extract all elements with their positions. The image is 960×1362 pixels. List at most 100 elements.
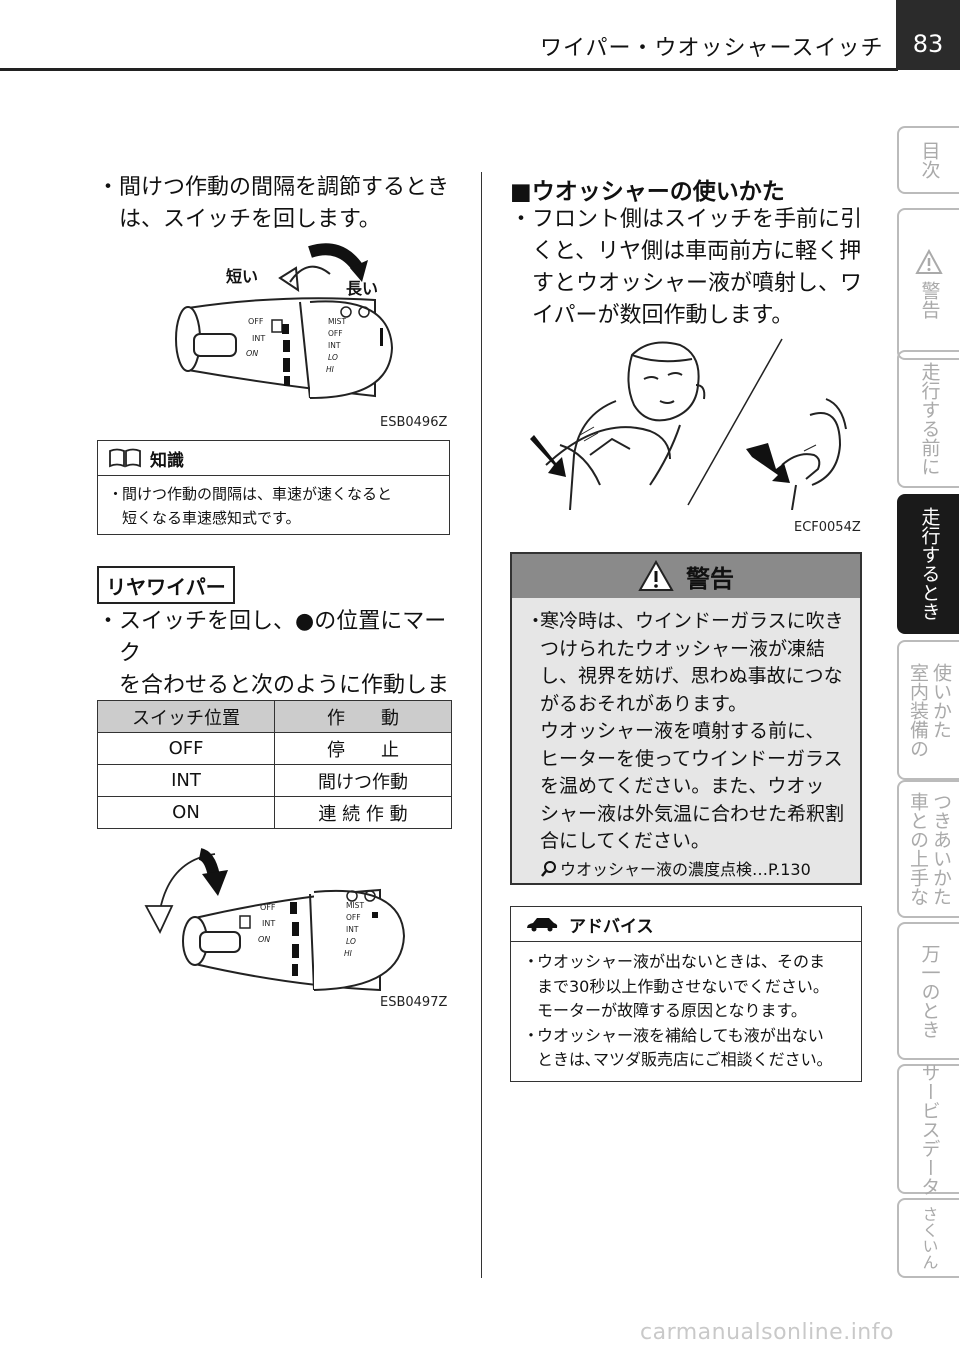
tab-warning-label: 警告 xyxy=(918,281,941,319)
advice-line: ウオッシャー液が出ないときは、そのま xyxy=(537,952,826,971)
intro-line-1: 間けつ作動の間隔を調節するとき xyxy=(119,175,450,200)
knowledge-line-2: 短くなる車速感知式です。 xyxy=(122,509,301,527)
warning-line: ウオッシャー液を噴射する前に、 xyxy=(540,720,825,742)
washer-line-1: フロント側はスイッチを手前に引 xyxy=(532,207,863,232)
svg-text:LO: LO xyxy=(346,937,356,946)
advice-line: まで30秒以上作動させないでください。 xyxy=(537,976,829,996)
warning-reference-text: ウオッシャー液の濃度点検…P.130 xyxy=(560,859,811,879)
rear-line-1: スイッチを回し、●の位置にマーク xyxy=(119,609,447,666)
washer-line-3: すとウオッシャー液が噴射し、ワ xyxy=(532,271,863,296)
wiper-switch-illustration-1: 短い 長い OFF INT ON MIST OFF INT LO HI xyxy=(175,243,394,399)
svg-text:ON: ON xyxy=(258,935,270,944)
svg-text:OFF: OFF xyxy=(328,329,343,338)
steering-wheel xyxy=(545,426,671,466)
tab-interior-label-col2: 室内装備の xyxy=(907,662,929,758)
hand xyxy=(781,453,821,480)
figure-caption-2: ESB0497Z xyxy=(380,995,448,1010)
warning-line: ヒーターを使ってウインドーガラス xyxy=(540,747,843,770)
washer-operation-illustration xyxy=(530,338,847,510)
advice-item: ・ ウオッシャー液が出ないときは、そのま まで30秒以上作動させないでください。… xyxy=(523,950,855,1024)
table-header: スイッチ位置 xyxy=(97,700,275,733)
table-cell: 連 続 作 動 xyxy=(274,796,452,829)
warning-line: シャー液は外気温に合わせた希釈割 xyxy=(540,802,845,825)
svg-text:OFF: OFF xyxy=(248,317,264,326)
advice-header: アドバイス xyxy=(511,907,861,942)
tab-index-label: さくいん xyxy=(919,1206,939,1270)
svg-text:OFF: OFF xyxy=(346,913,361,922)
page-header-title: ワイパー・ウオッシャースイッチ xyxy=(540,36,884,61)
advice-box: アドバイス ・ ウオッシャー液が出ないときは、そのま まで30秒以上作動させない… xyxy=(510,906,862,1082)
short-arrow xyxy=(289,265,331,283)
warning-reference[interactable]: ウオッシャー液の濃度点検…P.130 xyxy=(540,856,852,884)
svg-text:ON: ON xyxy=(246,349,258,358)
pull-arrow xyxy=(530,435,566,477)
page-number: 83 xyxy=(896,0,960,70)
warning-triangle-icon xyxy=(915,249,943,274)
table-cell: OFF xyxy=(97,732,275,765)
table-cell: ON xyxy=(97,796,275,829)
svg-text:OFF: OFF xyxy=(260,903,276,912)
tab-car-care[interactable]: つきあいかた 車との上手な xyxy=(897,780,959,918)
bullet: ・ xyxy=(108,485,124,503)
advice-title: アドバイス xyxy=(569,916,654,937)
table-header-row: スイッチ位置 作 動 xyxy=(97,700,452,733)
bullet: ・ xyxy=(510,207,533,232)
warning-line: 寒冷時は、ウインドーガラスに吹き xyxy=(540,610,844,632)
svg-text:HI: HI xyxy=(344,949,353,958)
tab-index[interactable]: さくいん xyxy=(897,1198,959,1278)
warning-line: し、視界を妨げ、思わぬ事故につな xyxy=(540,665,843,687)
table-row: INT 間けつ作動 xyxy=(97,764,452,797)
bullet: ・ xyxy=(526,610,546,632)
tab-before-driving-label: 走行する前に xyxy=(918,362,941,476)
tab-car-care-label-col1: つきあいかた xyxy=(930,792,952,906)
tab-service-data-label: サービスデータ xyxy=(918,1062,941,1196)
table-cell: 停 止 xyxy=(274,732,452,765)
column-divider xyxy=(481,172,482,1278)
tab-warning[interactable]: 警告 xyxy=(897,208,959,360)
tab-interior-equipment[interactable]: 使いかた 室内装備の xyxy=(897,640,959,780)
tab-emergency[interactable]: 万一のとき xyxy=(897,922,959,1060)
tab-while-driving[interactable]: 走行するとき xyxy=(897,494,959,634)
warning-triangle-icon xyxy=(638,560,674,591)
driver-body xyxy=(569,400,617,510)
table-header: 作 動 xyxy=(274,700,452,733)
rear-line-2: を合わせると次のように作動しま xyxy=(119,673,450,698)
tab-before-driving[interactable]: 走行する前に xyxy=(897,350,959,488)
warning-header: 警告 xyxy=(512,554,860,598)
washer-line-2: くと、リヤ側は車両前方に軽く押 xyxy=(532,239,862,264)
bullet: ・ xyxy=(97,609,120,634)
tab-contents[interactable]: 目次 xyxy=(897,126,959,194)
advice-line: モーターが故障する原因となります。 xyxy=(537,1001,807,1020)
figure-caption-1: ESB0496Z xyxy=(380,415,448,430)
knowledge-header: 知識 xyxy=(98,441,449,476)
tab-interior-label-col1: 使いかた xyxy=(930,662,952,739)
table-row: ON 連 続 作 動 xyxy=(97,796,452,829)
svg-text:LO: LO xyxy=(328,353,338,362)
magnifier-icon xyxy=(541,861,556,878)
svg-text:HI: HI xyxy=(326,365,335,374)
table-cell: INT xyxy=(97,764,275,797)
tab-while-driving-label: 走行するとき xyxy=(918,507,941,621)
knowledge-line-1: 間けつ作動の間隔は、車速が速くなると xyxy=(122,485,393,503)
figure-caption-3: ECF0054Z xyxy=(794,520,861,535)
long-label: 長い xyxy=(346,279,378,298)
svg-text:MIST: MIST xyxy=(328,317,346,326)
advice-line: ウオッシャー液を補給しても液が出ない xyxy=(537,1025,824,1045)
wiper-switch-illustration-2: OFF INT ON MIST OFF INT LO HI xyxy=(144,848,406,992)
washer-line-4: イパーが数回作動します。 xyxy=(532,303,794,328)
table-row: OFF 停 止 xyxy=(97,732,452,765)
section-title: ■ウオッシャーの使いかた xyxy=(510,179,785,205)
bullet: ・ xyxy=(523,1025,540,1045)
bullet: ・ xyxy=(523,952,540,971)
steering-wheel-2 xyxy=(809,412,842,486)
rear-wiper-heading: リヤワイパー xyxy=(97,566,235,604)
warning-line: がるおそれがあります。 xyxy=(540,692,748,715)
washer-paragraph: ・ フロント側はスイッチを手前に引 くと、リヤ側は車両前方に軽く押 すとウオッシ… xyxy=(510,204,870,332)
warning-box: 警告 ・ 寒冷時は、ウインドーガラスに吹き つけられたウオッシャー液が凍結 し、… xyxy=(510,552,862,885)
tab-service-data[interactable]: サービスデータ xyxy=(897,1062,959,1196)
warning-line: 合にしてください。 xyxy=(540,830,710,852)
driver-head xyxy=(627,341,700,422)
bullet: ・ xyxy=(97,175,120,200)
switch-position-table: スイッチ位置 作 動 OFF 停 止 INT 間けつ作動 ON 連 続 作 動 xyxy=(97,700,452,829)
book-icon xyxy=(109,448,141,468)
